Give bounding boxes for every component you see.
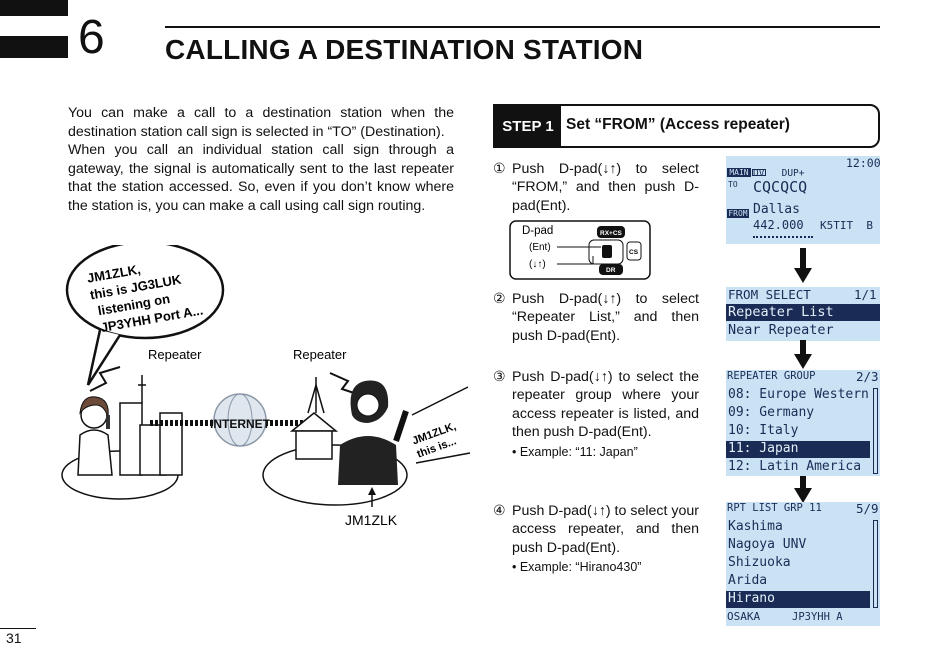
from-select-title: FROM SELECT	[728, 287, 811, 302]
chapter-rule	[165, 26, 880, 28]
step-title: Set “FROM” (Access repeater)	[566, 116, 790, 133]
group-item-08[interactable]: 08: Europe Western	[728, 387, 869, 402]
rpt-item-nagoya[interactable]: Nagoya UNV	[728, 537, 807, 552]
rpt-item-hirano-selected[interactable]: Hirano	[726, 591, 870, 608]
repeater-label-right: Repeater	[293, 347, 347, 362]
page-number: 31	[6, 630, 22, 646]
main-badge: MAIN	[727, 168, 751, 177]
lcd-repeater-group: REPEATER GROUP 2/3 08: Europe Western 09…	[726, 370, 880, 476]
group-item-12[interactable]: 12: Latin America	[728, 459, 862, 474]
to-value: CQCQCQ	[753, 178, 808, 196]
radio-wave-left	[89, 366, 121, 392]
group-item-10[interactable]: 10: Italy	[728, 423, 799, 438]
chapter-bar-top	[0, 0, 68, 16]
internet-label: INTERNET	[210, 417, 271, 431]
dpad-diagram: D-pad (Ent) (↓↑) RX+CS DR CS	[509, 220, 651, 280]
dpad-ent-label: (Ent)	[529, 242, 551, 253]
lcd-from-select: FROM SELECT 1/1 Repeater List Near Repea…	[726, 287, 880, 341]
internet-globe: INTERNET	[150, 393, 310, 447]
rpt-footer-callsign: JP3YHH A	[792, 611, 843, 623]
repeater-group-page: 2/3	[856, 370, 879, 384]
right-repeater-station	[289, 377, 339, 460]
from-select-page: 1/1	[854, 287, 877, 302]
chapter-bar-bottom	[0, 36, 68, 58]
svg-text:JM1ZLK, this is...: JM1ZLK, this is...	[411, 419, 466, 460]
call-routing-illustration: JM1ZLK, this is JG3LUK listening on JP3Y…	[61, 245, 471, 528]
rpt-item-kashima[interactable]: Kashima	[728, 519, 783, 534]
repeater-group-title: REPEATER GROUP	[727, 370, 816, 382]
arrow-down-icon	[794, 248, 812, 283]
group-item-11-selected[interactable]: 11: Japan	[726, 441, 870, 458]
repeater-callsign: K5TIT B	[820, 219, 873, 232]
from-label: FROM	[727, 209, 749, 218]
right-ground	[262, 444, 408, 506]
to-label: TO	[728, 180, 738, 189]
rpt-footer-area: OSAKA	[727, 610, 761, 623]
left-repeater-buildings	[119, 375, 183, 476]
dr-key: DR	[606, 267, 616, 274]
cs-key: CS	[629, 249, 639, 256]
instruction-1: ① Push D-pad(↓↑) to select “FROM,” and t…	[493, 160, 699, 215]
instruction-2-text: Push D-pad(↓↑) to select “Repeater List,…	[512, 291, 699, 344]
repeater-group-scrollbar[interactable]	[873, 388, 878, 474]
instruction-2-number: ②	[493, 291, 506, 307]
repeater-label-left: Repeater	[148, 347, 202, 362]
instruction-1-text: Push D-pad(↓↑) to select “FROM,” and the…	[512, 161, 699, 214]
group-item-09[interactable]: 09: Germany	[728, 405, 815, 420]
lcd-clock: 12:00	[846, 156, 880, 170]
battery-icon	[752, 169, 767, 176]
rxcs-key: RX+CS	[600, 230, 623, 237]
from-select-item-near-repeater[interactable]: Near Repeater	[728, 322, 834, 338]
instruction-4: ④ Push D-pad(↓↑) to select your access r…	[493, 502, 699, 577]
from-value: Dallas	[753, 202, 800, 217]
dpad-center	[602, 245, 612, 258]
instruction-3-number: ③	[493, 369, 506, 385]
chapter-title: CALLING A DESTINATION STATION	[165, 34, 644, 65]
instruction-4-example: • Example: “Hirano430”	[512, 560, 642, 575]
instruction-3-example: • Example: “11: Japan”	[512, 444, 638, 459]
from-select-item-repeater-list[interactable]: Repeater List	[726, 304, 880, 321]
step-tag: STEP 1	[495, 106, 561, 146]
instruction-2: ② Push D-pad(↓↑) to select “Repeater Lis…	[493, 290, 699, 345]
rpt-list-title: RPT LIST GRP 11	[727, 502, 822, 514]
instruction-1-number: ①	[493, 161, 506, 177]
chapter-number: 6	[78, 11, 105, 64]
speech-bubble: JM1ZLK, this is JG3LUK listening on JP3Y…	[65, 245, 225, 386]
reply-text: JM1ZLK, this is...	[411, 386, 471, 464]
intro-paragraph-1: You can make a call to a destination sta…	[68, 105, 454, 140]
lcd-main-screen: 12:00 MAIN DV DUP+ TO CQCQCQ FROM Dallas…	[726, 156, 880, 244]
lcd-mode: DV DUP+	[753, 168, 805, 179]
instruction-3: ③ Push D-pad(↓↑) to select the repeater …	[493, 368, 699, 461]
arrow-down-icon	[794, 476, 812, 503]
page-rule	[0, 628, 36, 629]
station-label: JM1ZLK	[345, 512, 398, 528]
rpt-list-scrollbar[interactable]	[873, 520, 878, 608]
step-header: STEP 1 Set “FROM” (Access repeater)	[493, 104, 880, 148]
instruction-4-text: Push D-pad(↓↑) to select your access rep…	[512, 503, 699, 556]
lcd-repeater-list: RPT LIST GRP 11 5/9 Kashima Nagoya UNV S…	[726, 502, 880, 626]
rpt-item-arida[interactable]: Arida	[728, 573, 768, 588]
dpad-updown-label: (↓↑)	[529, 259, 546, 270]
rpt-item-shizuoka[interactable]: Shizuoka	[728, 555, 791, 570]
woman-operator	[77, 396, 113, 476]
instruction-4-number: ④	[493, 503, 506, 519]
instruction-3-text: Push D-pad(↓↑) to select the repeater gr…	[512, 369, 699, 441]
intro-text: You can make a call to a destination sta…	[68, 104, 454, 216]
freq-value: 442.000	[753, 218, 804, 232]
rpt-list-page: 5/9	[856, 502, 879, 516]
arrow-down-icon	[794, 340, 812, 369]
intro-paragraph-2: When you call an individual station call…	[68, 142, 454, 214]
man-operator	[338, 380, 409, 485]
dpad-label: D-pad	[522, 225, 553, 237]
radio-wave-right	[329, 372, 361, 396]
